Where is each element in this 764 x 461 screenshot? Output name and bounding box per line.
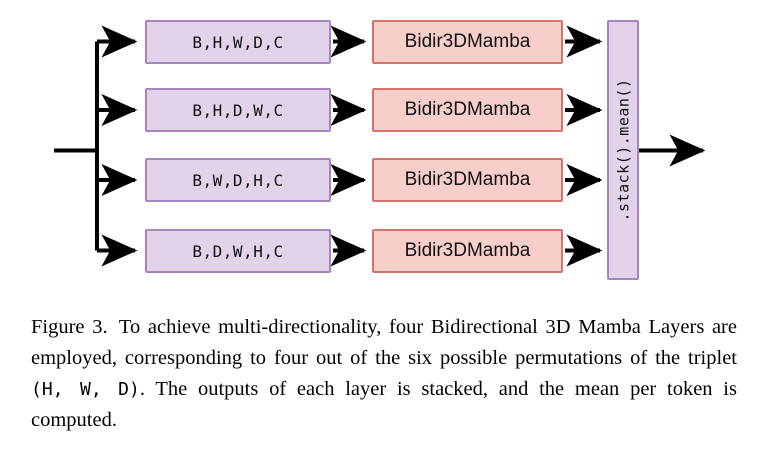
figure-caption: Figure 3. To achieve multi-directionalit… [31,312,737,436]
permutation-label: B,D,W,H,C [192,241,284,261]
permutation-label: B,H,D,W,C [192,100,284,120]
stack-mean-label: .stack().mean() [614,78,632,222]
mamba-layer-box-1: Bidir3DMamba [372,20,563,64]
stack-mean-box: .stack().mean() [607,20,639,280]
permutation-box-4: B,D,W,H,C [145,229,331,273]
input-trunk [54,41,99,251]
figure-number: Figure 3. [31,316,108,338]
mamba-layer-label: Bidir3DMamba [404,240,531,261]
mamba-layer-box-3: Bidir3DMamba [372,158,563,202]
mamba-layer-box-2: Bidir3DMamba [372,88,563,132]
mamba-layer-label: Bidir3DMamba [404,169,531,190]
mamba-layer-label: Bidir3DMamba [404,99,531,120]
permutation-label: B,H,W,D,C [192,32,284,52]
caption-text-part2: . The outputs of each layer is stacked, … [31,378,737,431]
mamba-layer-label: Bidir3DMamba [404,31,531,52]
permutation-label: B,W,D,H,C [192,170,284,190]
caption-text-part1: To achieve multi-directionality, four Bi… [31,316,737,369]
permutation-box-3: B,W,D,H,C [145,158,331,202]
diagram-connectors [54,25,706,267]
caption-triplet: (H, W, D) [31,379,140,400]
mamba-layer-box-4: Bidir3DMamba [372,229,563,273]
permutation-box-1: B,H,W,D,C [145,20,331,64]
figure-diagram: B,H,W,D,C B,H,D,W,C B,W,D,H,C B,D,W,H,C … [54,20,706,280]
permutation-box-2: B,H,D,W,C [145,88,331,132]
